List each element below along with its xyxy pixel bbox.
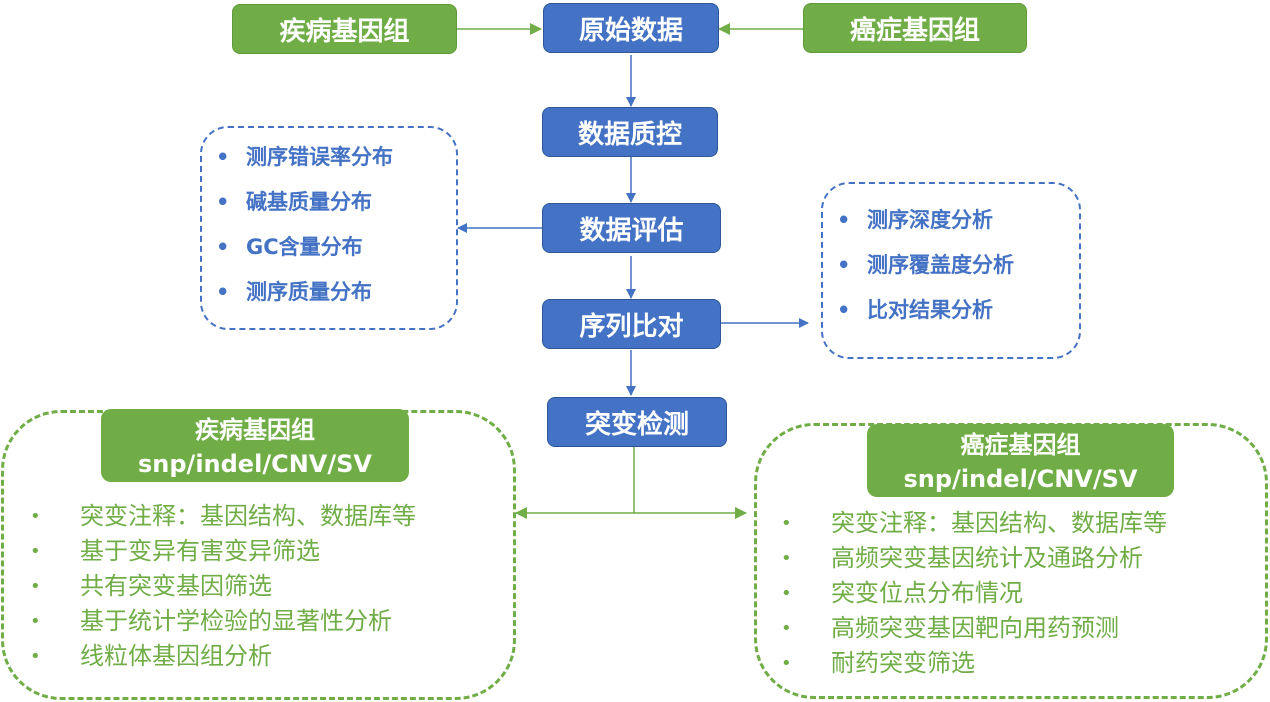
list-item: 测序深度分析 xyxy=(823,198,1014,243)
disease-analysis-subtitle: snp/indel/CNV/SV xyxy=(138,450,372,478)
disease-analysis-header: 疾病基因组 snp/indel/CNV/SV xyxy=(101,409,409,482)
disease-genome-input-label: 疾病基因组 xyxy=(279,16,410,47)
list-item: 比对结果分析 xyxy=(823,288,1014,333)
list-item: 基于变异有害变异筛选 xyxy=(26,534,416,569)
cancer-analysis-header: 癌症基因组 snp/indel/CNV/SV xyxy=(867,424,1174,497)
mutation-detection-label: 突变检测 xyxy=(584,409,689,440)
alignment-details-list: 测序深度分析 测序覆盖度分析 比对结果分析 xyxy=(823,198,1014,333)
disease-genome-input-node: 疾病基因组 xyxy=(232,4,457,54)
disease-analysis-list: 突变注释：基因结构、数据库等 基于变异有害变异筛选 共有突变基因筛选 基于统计学… xyxy=(26,499,416,674)
list-item: 测序错误率分布 xyxy=(202,135,393,180)
list-item: 共有突变基因筛选 xyxy=(26,569,416,604)
cancer-analysis-title: 癌症基因组 xyxy=(960,431,1081,459)
list-item: 高频突变基因靶向用药预测 xyxy=(777,611,1167,646)
cancer-analysis-subtitle: snp/indel/CNV/SV xyxy=(903,465,1138,493)
quality-control-label: 数据质控 xyxy=(577,119,682,150)
raw-data-node: 原始数据 xyxy=(543,3,719,53)
list-item: 突变注释：基因结构、数据库等 xyxy=(777,506,1167,541)
alignment-node: 序列比对 xyxy=(542,299,721,349)
list-item: 测序覆盖度分析 xyxy=(823,243,1014,288)
list-item: 耐药突变筛选 xyxy=(777,646,1167,681)
list-item: 测序质量分布 xyxy=(202,270,393,315)
list-item: 碱基质量分布 xyxy=(202,180,393,225)
mutation-detection-node: 突变检测 xyxy=(547,397,727,447)
raw-data-label: 原始数据 xyxy=(578,15,683,46)
list-item: 突变位点分布情况 xyxy=(777,576,1167,611)
data-evaluation-label: 数据评估 xyxy=(579,215,684,246)
cancer-genome-input-node: 癌症基因组 xyxy=(803,3,1027,53)
alignment-label: 序列比对 xyxy=(579,311,684,342)
cancer-analysis-list: 突变注释：基因结构、数据库等 高频突变基因统计及通路分析 突变位点分布情况 高频… xyxy=(777,506,1167,681)
data-evaluation-node: 数据评估 xyxy=(542,203,721,253)
evaluation-details-list: 测序错误率分布 碱基质量分布 GC含量分布 测序质量分布 xyxy=(202,135,393,315)
evaluation-details-box: 测序错误率分布 碱基质量分布 GC含量分布 测序质量分布 xyxy=(200,126,458,330)
list-item: 基于统计学检验的显著性分析 xyxy=(26,604,416,639)
list-item: GC含量分布 xyxy=(202,225,393,270)
disease-analysis-title: 疾病基因组 xyxy=(195,416,315,444)
list-item: 线粒体基因组分析 xyxy=(26,639,416,674)
list-item: 突变注释：基因结构、数据库等 xyxy=(26,499,416,534)
cancer-genome-input-label: 癌症基因组 xyxy=(849,15,980,46)
quality-control-node: 数据质控 xyxy=(542,107,718,157)
list-item: 高频突变基因统计及通路分析 xyxy=(777,541,1167,576)
alignment-details-box: 测序深度分析 测序覆盖度分析 比对结果分析 xyxy=(821,182,1081,359)
